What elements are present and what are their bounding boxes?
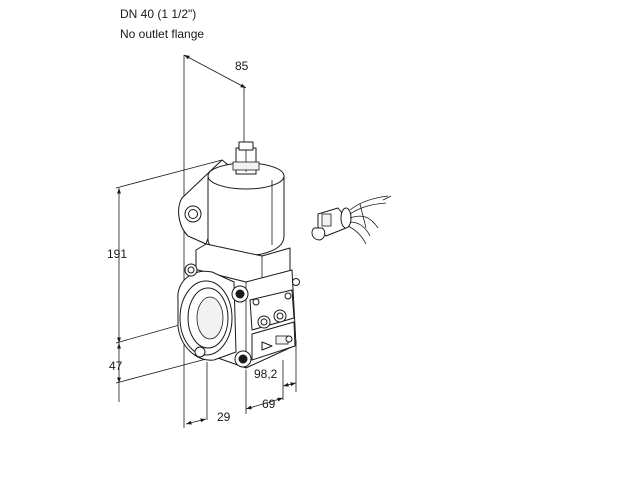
plug-connector-illustration: [311, 195, 392, 245]
dimension-191-label: 191: [107, 247, 127, 261]
dimension-29: 29: [183, 360, 231, 428]
dimension-69-label: 69: [262, 397, 276, 411]
dimension-47: 47: [109, 343, 211, 402]
diagram-subtitle: No outlet flange: [120, 27, 205, 41]
dimension-98-2-label: 98,2: [254, 367, 278, 381]
dimension-47-label: 47: [109, 359, 123, 373]
dimension-98-2: 98,2: [254, 340, 297, 392]
dimension-69: 69: [245, 360, 284, 414]
dimension-29-label: 29: [217, 410, 231, 424]
valve-illustration: [177, 141, 300, 369]
dimension-85-label: 85: [235, 59, 249, 73]
diagram-title: DN 40 (1 1/2"): [120, 7, 197, 21]
